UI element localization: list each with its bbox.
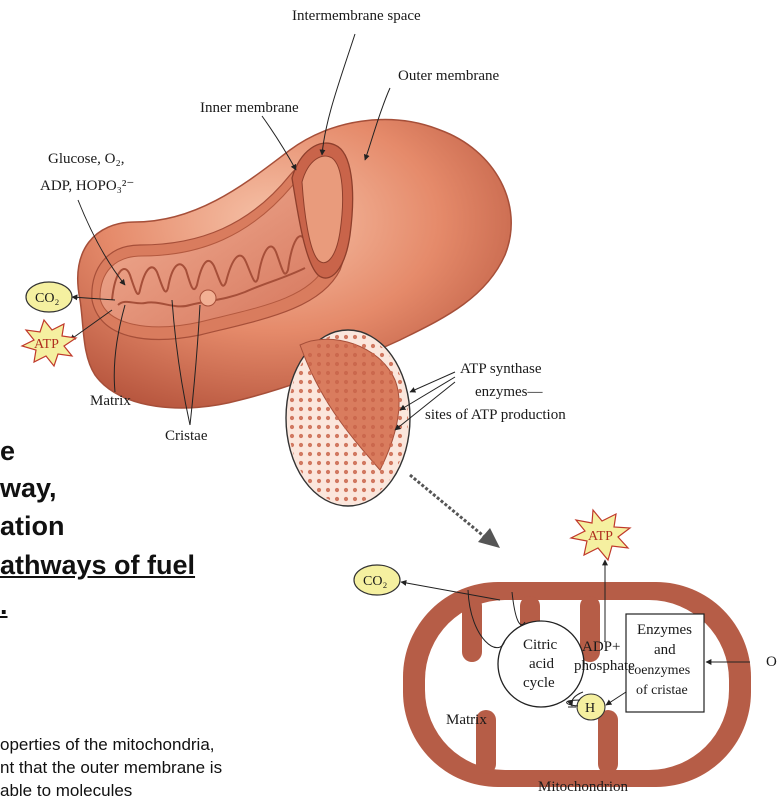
label-inputs-line2: ADP, HOPO₃²⁻: [40, 178, 134, 194]
atp-starburst-top: ATP: [22, 320, 76, 366]
svg-text:ATP: ATP: [588, 529, 613, 544]
co2-bubble-bottom: CO₂: [354, 565, 400, 595]
svg-text:cycle: cycle: [523, 675, 555, 691]
atp-starburst-bottom: ATP: [571, 510, 630, 560]
label-cristae: Cristae: [165, 428, 208, 444]
zoom-arrow: [410, 475, 500, 548]
h-bubble: H: [577, 694, 605, 720]
magnified-membrane-circle: [286, 330, 410, 506]
label-matrix-top: Matrix: [90, 393, 131, 409]
svg-text:Citric: Citric: [523, 637, 558, 653]
label-adp: ADP+: [582, 639, 620, 655]
svg-text:H: H: [585, 701, 595, 716]
label-mitochondrion: Mitochondrion: [538, 779, 628, 795]
enzymes-box: Enzymes and coenzymes of cristae: [626, 614, 704, 712]
label-inputs-line1: Glucose, O₂,: [48, 151, 124, 167]
label-atp-synthase-3: sites of ATP production: [425, 407, 566, 423]
label-o2: O: [766, 654, 777, 670]
svg-text:and: and: [654, 642, 676, 658]
svg-text:Enzymes: Enzymes: [637, 622, 692, 638]
citric-acid-cycle: Citric acid cycle: [498, 621, 584, 707]
label-atp-synthase-2: enzymes—: [475, 384, 543, 400]
svg-text:CO₂: CO₂: [35, 291, 59, 306]
svg-text:ATP: ATP: [34, 337, 59, 352]
label-phosphate: phosphate: [574, 658, 635, 674]
label-matrix-bottom: Matrix: [446, 712, 487, 728]
svg-text:of cristae: of cristae: [636, 683, 688, 698]
svg-text:acid: acid: [529, 656, 554, 672]
svg-text:CO₂: CO₂: [363, 574, 387, 589]
label-outer-membrane: Outer membrane: [398, 68, 500, 84]
label-intermembrane-space: Intermembrane space: [292, 8, 421, 24]
mitochondrion-3d: [78, 120, 511, 506]
svg-text:coenzymes: coenzymes: [628, 663, 690, 678]
label-atp-synthase-1: ATP synthase: [460, 361, 542, 377]
co2-bubble-top: CO₂: [26, 282, 72, 312]
label-inner-membrane: Inner membrane: [200, 100, 299, 116]
